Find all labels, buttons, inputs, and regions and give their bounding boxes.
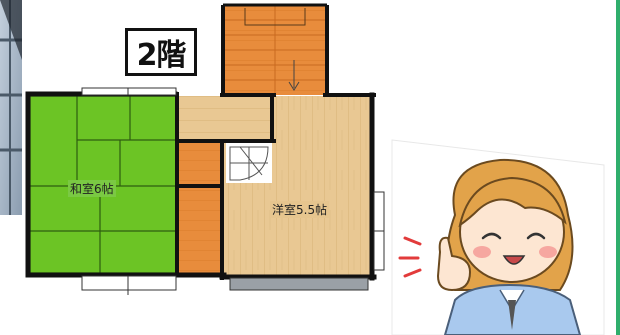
floor-label: 2階 [125, 28, 197, 76]
hallway-floor [177, 96, 272, 273]
accent-border [616, 0, 620, 335]
building-photo-strip [0, 0, 22, 215]
stair-landing [226, 143, 272, 183]
tatami-room [29, 95, 178, 274]
windows [81, 87, 385, 295]
tatami-room-label: 和室6帖 [68, 180, 116, 197]
stair-arrow-icon [288, 60, 300, 91]
staircase [221, 3, 329, 95]
woman-thumbs-up-illustration [398, 158, 582, 335]
western-room-label: 洋室5.5帖 [270, 201, 330, 218]
